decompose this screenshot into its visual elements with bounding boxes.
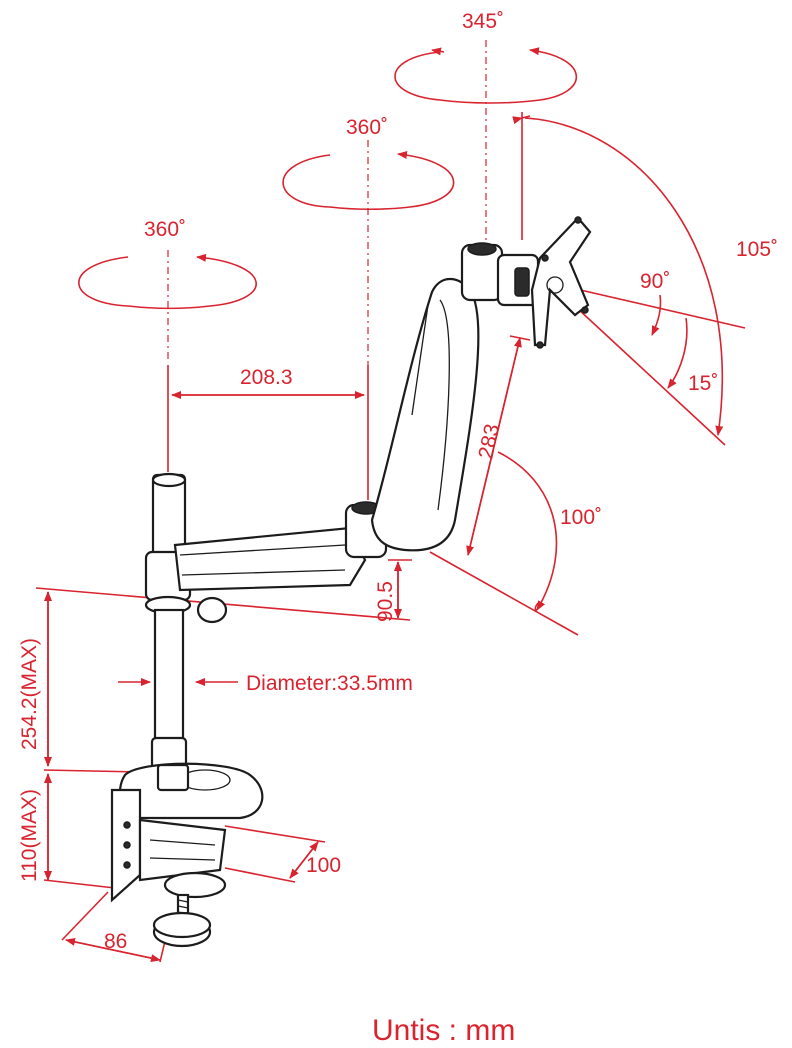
label-rotation-middle: 360˚ xyxy=(346,116,388,139)
label-pole-diameter: Diameter:33.5mm xyxy=(246,672,413,695)
dimension-arm-span xyxy=(167,365,369,500)
label-clamp-width: 86 xyxy=(104,930,127,953)
label-tilt-down: 15˚ xyxy=(688,372,718,395)
label-rotation-left: 360˚ xyxy=(144,218,186,241)
arm-angle-indicator xyxy=(429,451,579,636)
monitor-arm-illustration xyxy=(110,216,592,948)
rotation-indicator-middle xyxy=(282,140,455,365)
dimension-clamp-width xyxy=(61,891,171,963)
label-tilt-range: 105˚ xyxy=(736,238,778,261)
label-clamp-depth: 100 xyxy=(306,854,341,877)
label-pole-height: 254.2(MAX) xyxy=(18,638,41,750)
rotation-indicator-top xyxy=(394,40,578,240)
label-arm-length: 283 xyxy=(474,422,504,461)
units-label: Untis : mm xyxy=(372,1014,515,1047)
label-tilt-swivel: 90˚ xyxy=(640,270,670,293)
label-arm-angle: 100˚ xyxy=(560,506,602,529)
dimension-clamp-height xyxy=(43,773,116,889)
label-arm-span: 208.3 xyxy=(240,366,293,389)
dimension-pole-height xyxy=(43,591,141,773)
label-clamp-height: 110(MAX) xyxy=(18,789,41,882)
rotation-indicator-left xyxy=(78,250,257,360)
label-rotation-top: 345˚ xyxy=(462,10,504,33)
dimension-arm-length xyxy=(466,335,531,556)
label-arm-height: 90.5 xyxy=(374,581,397,622)
dimension-clamp-depth xyxy=(224,825,326,883)
